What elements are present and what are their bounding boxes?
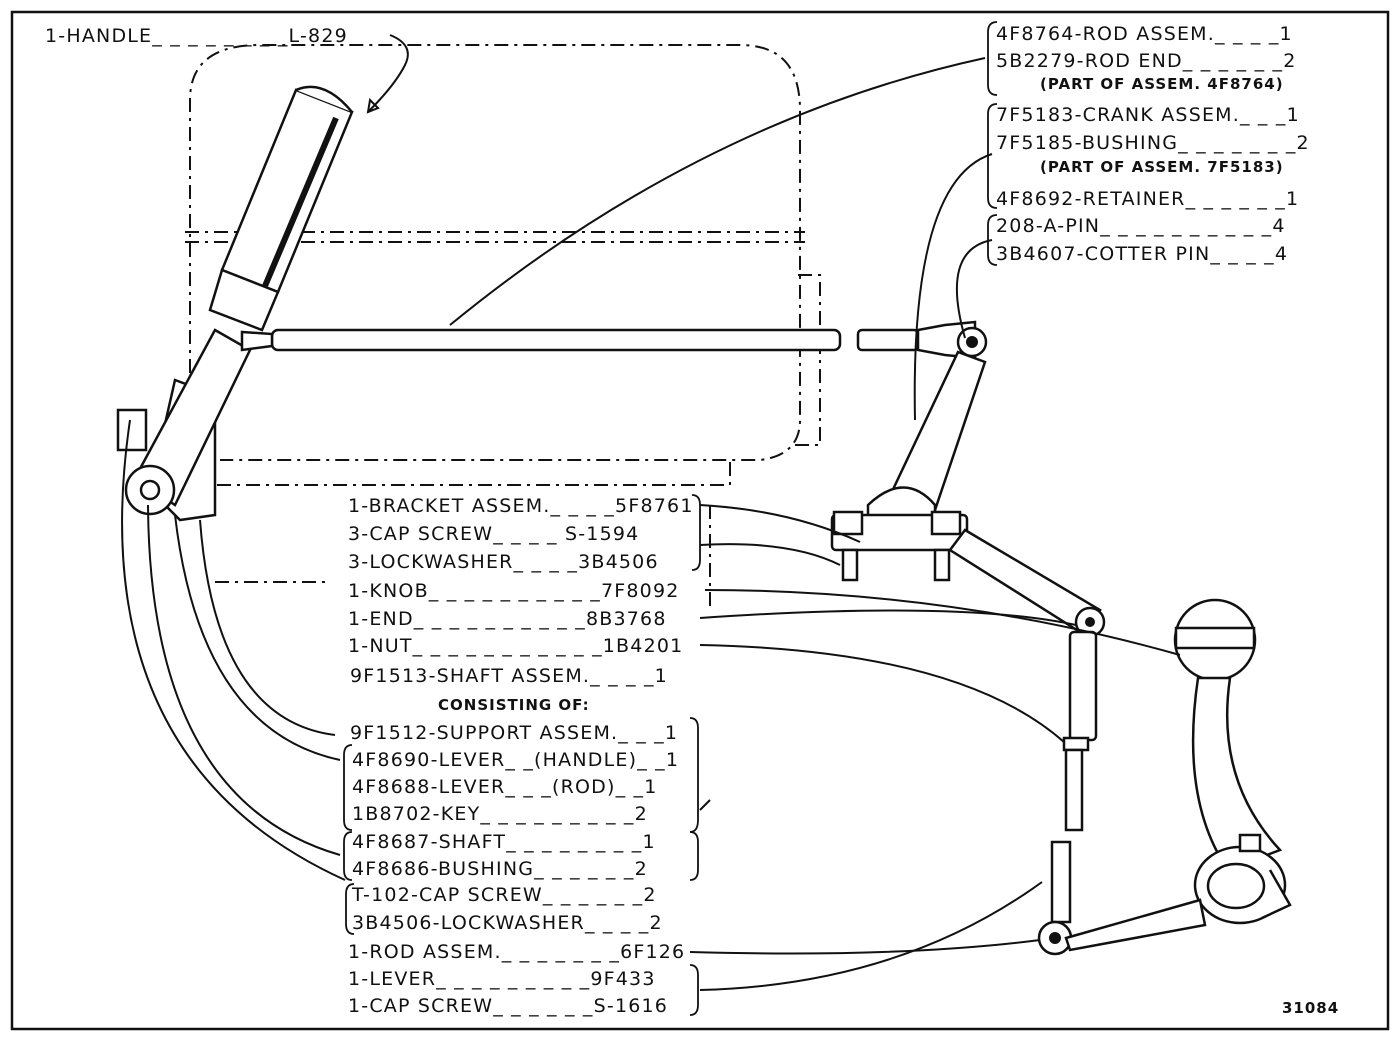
label-lever-handle: 4F8690-LEVER_ _(HANDLE)_ _1 <box>352 749 679 771</box>
label-handle: 1-HANDLE_ _ _ _ _ _ _ _L-829 <box>45 25 348 47</box>
rod-section-left <box>270 328 842 352</box>
leader-lines <box>121 34 1181 991</box>
label-bracket-assem: 1-BRACKET ASSEM._ _ _ _5F8761 <box>348 495 694 517</box>
rod-nut <box>1062 736 1090 752</box>
handle-ferrule <box>208 268 280 332</box>
label-support-assem: 9F1512-SUPPORT ASSEM._ _ _1 <box>350 722 678 744</box>
support-cap-screw-head <box>116 408 148 452</box>
label-nut: 1-NUT_ _ _ _ _ _ _ _ _ _ _1B4201 <box>348 635 683 657</box>
control-rod <box>240 320 988 360</box>
border-frame <box>10 10 1390 1031</box>
lever-hub-bore <box>139 479 161 501</box>
lever-cap-screw <box>1238 833 1262 853</box>
label-rod-assem: 4F8764-ROD ASSEM._ _ _ _1 <box>996 23 1293 45</box>
label-cap-screw-s1616: 1-CAP SCREW_ _ _ _ _ _S-1616 <box>348 995 668 1017</box>
label-bushing-crank: 7F5185-BUSHING_ _ _ _ _ _ _2 <box>996 132 1310 154</box>
bracket-nut-right <box>930 510 962 536</box>
label-crank-assem: 7F5183-CRANK ASSEM._ _ _1 <box>996 104 1300 126</box>
parts-labels: 1-HANDLE_ _ _ _ _ _ _ _L-829 4F8764-ROD … <box>45 23 1339 1017</box>
label-cap-screw-3: 3-CAP SCREW_ _ _ _ S-1594 <box>348 523 639 545</box>
label-pin: 208-A-PIN_ _ _ _ _ _ _ _ _ _4 <box>996 215 1286 237</box>
bracket-stud-left <box>841 548 859 582</box>
rod-section-right <box>856 328 920 352</box>
label-lever: 1-LEVER_ _ _ _ _ _ _ _ _9F433 <box>348 968 656 990</box>
rod-end-upper <box>1068 630 1098 742</box>
label-retainer: 4F8692-RETAINER_ _ _ _ _ _1 <box>996 188 1299 210</box>
label-consisting-of: CONSISTING OF: <box>438 696 590 714</box>
crank-assembly <box>830 350 1106 638</box>
hand-lever-assembly <box>116 85 354 522</box>
bracket-stud-right <box>933 548 951 582</box>
label-rod-end-note: (PART OF ASSEM. 4F8764) <box>1040 75 1284 93</box>
label-rod-assem-2: 1-ROD ASSEM._ _ _ _ _ _ _6F126 <box>348 941 685 963</box>
vertical-rod-assembly <box>1037 630 1098 956</box>
label-bushing-shaft: 4F8686-BUSHING_ _ _ _ _ _2 <box>352 858 648 880</box>
label-key: 1B8702-KEY_ _ _ _ _ _ _ _ _2 <box>352 803 648 825</box>
label-lockwasher-2: 3B4506-LOCKWASHER_ _ _ _2 <box>352 912 663 934</box>
governor-lever-assembly <box>1064 598 1292 952</box>
tractor-outline <box>185 44 821 610</box>
lever-lower-link <box>1064 898 1207 952</box>
label-brackets <box>343 21 998 1016</box>
knob-band <box>1174 626 1256 650</box>
label-shaft: 4F8687-SHAFT_ _ _ _ _ _ _ _1 <box>352 831 656 853</box>
label-cap-screw-t102: T-102-CAP SCREW_ _ _ _ _ _2 <box>351 884 657 906</box>
label-knob: 1-KNOB_ _ _ _ _ _ _ _ _ _7F8092 <box>348 580 680 602</box>
label-cotter-pin: 3B4607-COTTER PIN_ _ _ _4 <box>996 243 1288 265</box>
label-rod-end: 5B2279-ROD END_ _ _ _ _ _2 <box>996 50 1297 72</box>
label-shaft-assem: 9F1513-SHAFT ASSEM._ _ _ _1 <box>350 665 668 687</box>
label-end: 1-END_ _ _ _ _ _ _ _ _ _8B3768 <box>348 608 667 630</box>
label-lockwasher-3: 3-LOCKWASHER_ _ _ _3B4506 <box>348 551 659 573</box>
label-bushing-note: (PART OF ASSEM. 7F5183) <box>1040 158 1284 176</box>
rod-upper-section <box>1064 748 1084 832</box>
lever-arm <box>1191 676 1283 872</box>
figure-number: 31084 <box>1282 999 1339 1017</box>
rod-lower-section <box>1050 840 1072 924</box>
label-lever-rod: 4F8688-LEVER_ _ _(ROD)_ _1 <box>352 776 658 798</box>
bracket-nut-left <box>832 510 864 536</box>
rod-end-left <box>240 330 274 352</box>
